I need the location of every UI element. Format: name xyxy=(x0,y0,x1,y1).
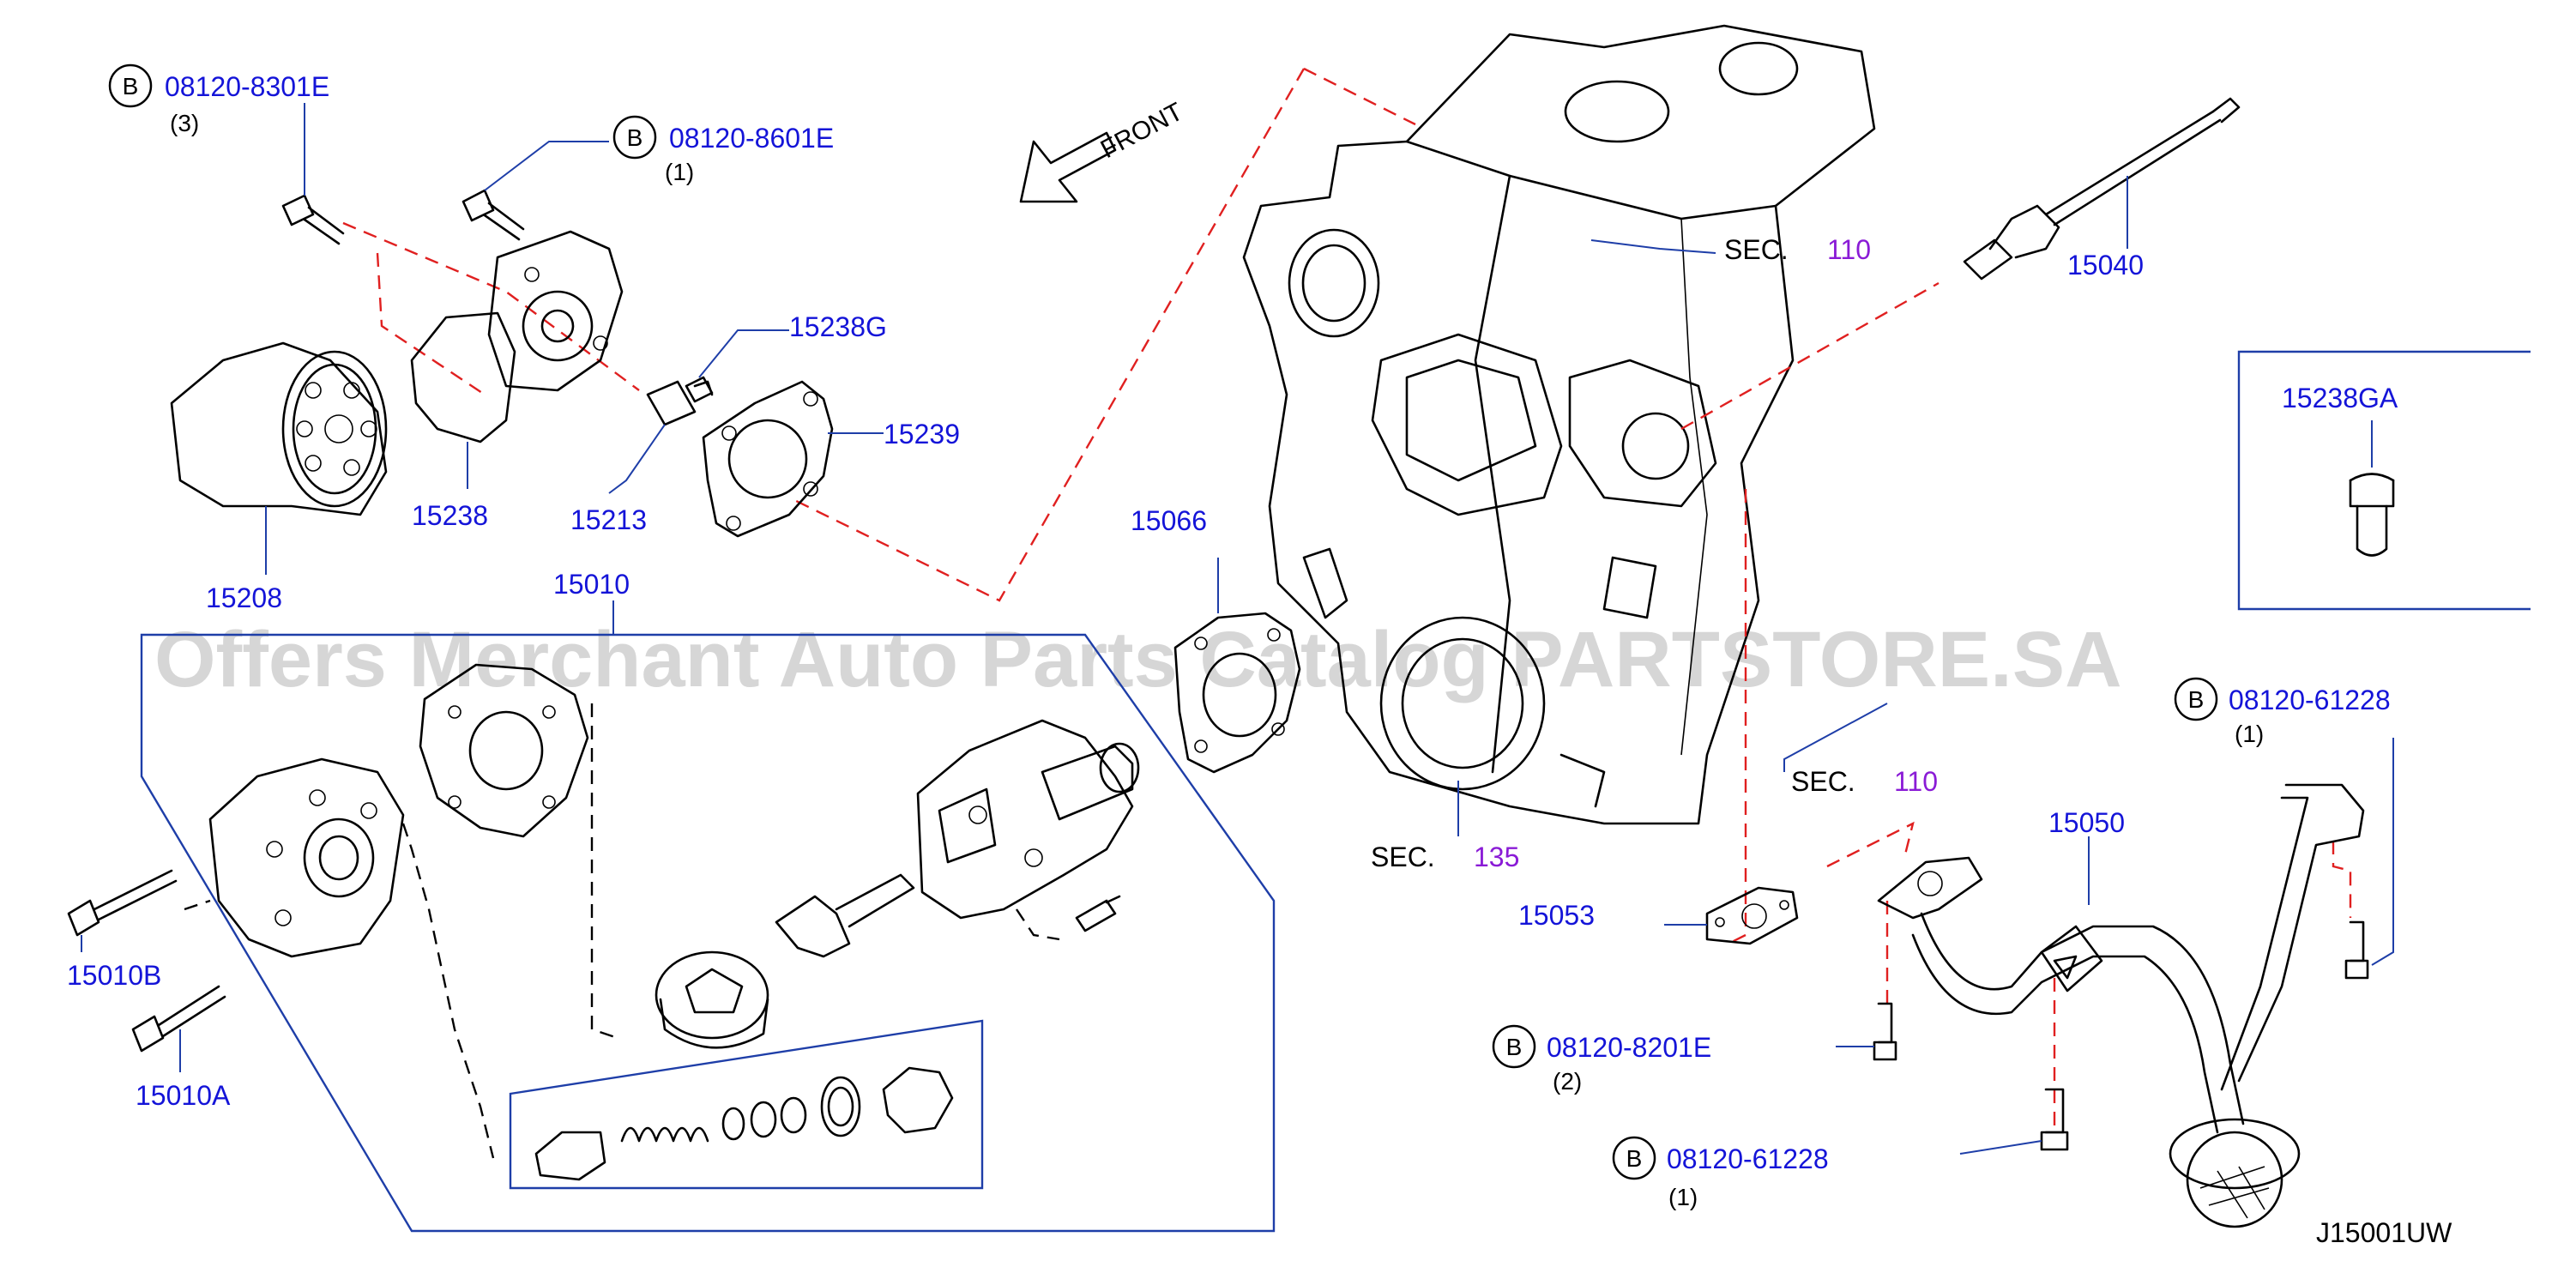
oil-pump-group-box xyxy=(140,633,1276,1233)
oil-pump-gasket-drawing xyxy=(419,663,589,838)
bolt-symbol-letter: B xyxy=(2188,686,2205,713)
part-number-08120-8301e[interactable]: 08120-8301E xyxy=(165,71,329,102)
diagram-code: J15001UW xyxy=(2316,1217,2452,1248)
part-number-15208[interactable]: 15208 xyxy=(206,582,282,613)
relief-valve-drawing xyxy=(646,380,714,426)
construction-line xyxy=(184,899,211,911)
oil-strainer-15050-drawing xyxy=(1877,783,2365,1228)
bolt-08120-61228-lower-drawing xyxy=(2040,1088,2069,1151)
construction-line xyxy=(401,823,495,1159)
gasket-15239-drawing xyxy=(702,380,834,538)
section-ref-110[interactable]: 110 xyxy=(1894,766,1938,797)
part-number-15040[interactable]: 15040 xyxy=(2067,250,2144,281)
leader-line xyxy=(484,141,609,191)
construction-line xyxy=(590,703,618,1040)
part-number-15238g[interactable]: 15238G xyxy=(789,311,887,342)
bolt-symbol-letter: B xyxy=(1626,1145,1643,1172)
front-arrow-icon xyxy=(1019,131,1117,203)
part-number-08120-61228[interactable]: 08120-61228 xyxy=(1667,1143,1829,1174)
bolt-15010b-drawing xyxy=(67,869,178,937)
construction-line xyxy=(1680,281,1940,431)
oil-filter-drawing xyxy=(170,341,388,516)
leader-line xyxy=(1959,1140,2042,1155)
part-number-15053[interactable]: 15053 xyxy=(1518,900,1595,931)
bolt-15010a-drawing xyxy=(131,985,226,1053)
watermark-text: Offers Merchant Auto Parts Catalog PARTS… xyxy=(154,616,2122,703)
part-qty: (1) xyxy=(2235,721,2264,747)
dipstick-drawing xyxy=(1963,97,2241,281)
engine-block-drawing xyxy=(1242,24,1876,825)
bolt-08120-8201e-drawing xyxy=(1873,1002,1897,1061)
construction-line xyxy=(1728,489,1747,945)
part-number-15010b[interactable]: 15010B xyxy=(67,960,161,991)
filter-bracket-drawing xyxy=(410,230,624,443)
bolt-08120-8301e-drawing xyxy=(281,194,345,245)
part-number-08120-8201e[interactable]: 08120-8201E xyxy=(1547,1032,1711,1063)
construction-line xyxy=(788,68,1306,602)
part-number-15010[interactable]: 15010 xyxy=(553,569,630,600)
gasket-15066-drawing xyxy=(1173,612,1301,774)
bolt-08120-8601e-drawing xyxy=(462,189,525,241)
part-number-15213[interactable]: 15213 xyxy=(570,504,647,535)
sec-word: SEC. xyxy=(1791,766,1855,797)
part-number-15010a[interactable]: 15010A xyxy=(136,1080,231,1111)
bolt-symbol-letter: B xyxy=(627,124,643,151)
section-ref-135[interactable]: 135 xyxy=(1474,842,1519,872)
part-qty: (1) xyxy=(665,159,694,185)
bolt-symbol-letter: B xyxy=(1506,1034,1523,1060)
sec-word: SEC. xyxy=(1724,234,1789,265)
construction-line xyxy=(1016,908,1060,941)
part-number-15066[interactable]: 15066 xyxy=(1131,505,1207,536)
bolt-symbol xyxy=(108,63,153,108)
construction-line xyxy=(2332,841,2352,918)
oil-pump-rotor-drawing xyxy=(655,950,769,1049)
relief-valve-parts-drawing xyxy=(534,1066,954,1181)
construction-line xyxy=(376,252,486,395)
leader-line xyxy=(608,424,666,494)
oil-pump-cover-drawing xyxy=(208,757,405,958)
leader-line xyxy=(1590,239,1716,254)
part-number-15239[interactable]: 15239 xyxy=(884,419,960,449)
relief-valve-inset-box xyxy=(509,1019,984,1190)
part-number-15238ga[interactable]: 15238GA xyxy=(2282,383,2398,413)
sec-word: SEC. xyxy=(1371,842,1435,872)
construction-line xyxy=(1303,67,1416,126)
part-number-08120-61228[interactable]: 08120-61228 xyxy=(2229,685,2391,715)
part-number-15238[interactable]: 15238 xyxy=(412,500,488,531)
front-label: FRONT xyxy=(1096,98,1188,165)
leader-line xyxy=(1783,703,1888,772)
part-number-15050[interactable]: 15050 xyxy=(2048,807,2125,838)
oil-pump-small-bolt-drawing xyxy=(1075,895,1121,932)
leader-line xyxy=(2371,738,2394,966)
bolt-symbol xyxy=(612,115,657,160)
bolt-symbol-letter: B xyxy=(123,73,139,100)
bolt-08120-61228-right-drawing xyxy=(2344,920,2369,980)
inset-box-15238ga xyxy=(2237,350,2531,611)
part-qty: (1) xyxy=(1668,1184,1698,1210)
part-qty: (2) xyxy=(1553,1068,1582,1095)
part-qty: (3) xyxy=(170,110,199,136)
oil-pump-shaft-drawing xyxy=(775,873,915,958)
plug-15238ga-drawing xyxy=(2349,473,2395,557)
part-number-08120-8601e[interactable]: 08120-8601E xyxy=(669,123,834,154)
bolt-symbol xyxy=(1492,1024,1536,1069)
strainer-gasket-15053-drawing xyxy=(1705,886,1799,945)
oil-pump-body-drawing xyxy=(916,719,1140,920)
plug-15238g-drawing xyxy=(685,376,714,403)
bolt-symbol xyxy=(2174,677,2218,721)
leader-line xyxy=(698,329,789,378)
bolt-symbol xyxy=(1612,1136,1656,1180)
construction-line xyxy=(1826,821,1915,868)
section-ref-110[interactable]: 110 xyxy=(1827,234,1871,265)
